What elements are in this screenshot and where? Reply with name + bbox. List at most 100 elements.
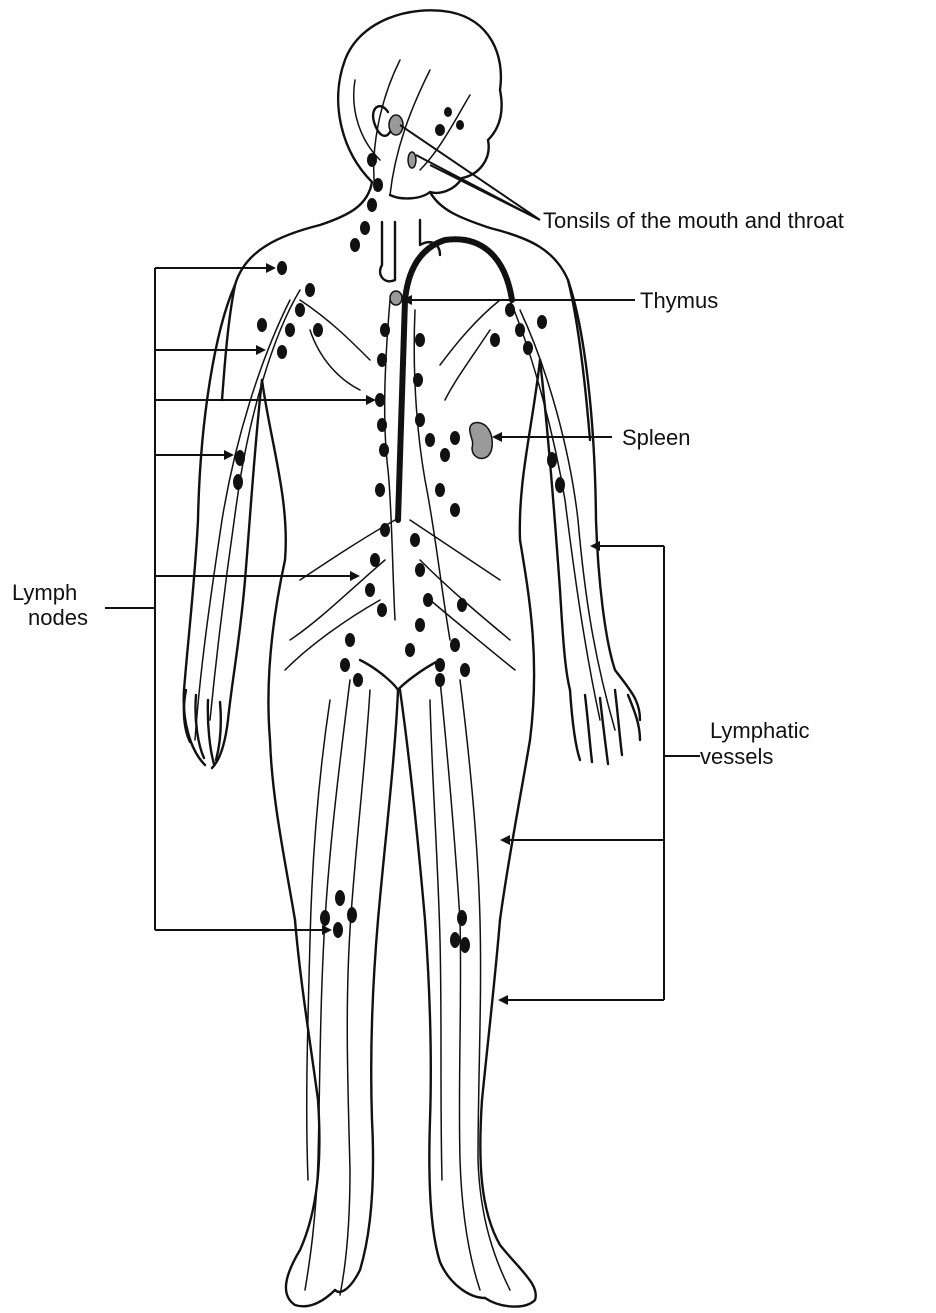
lymph-node — [380, 323, 390, 337]
lymph-node — [435, 658, 445, 672]
lymph-node — [547, 452, 557, 468]
lymph-node — [305, 283, 315, 297]
lymph-node — [380, 523, 390, 537]
vessel-left-leg-2 — [340, 690, 370, 1295]
lymph-node — [277, 345, 287, 359]
lymph-node — [450, 638, 460, 652]
lymph-node — [450, 431, 460, 445]
right-torso-side — [500, 360, 540, 920]
lymph-node — [235, 450, 245, 466]
lymph-node — [370, 553, 380, 567]
lymph-node — [365, 583, 375, 597]
labels: Tonsils of the mouth and throat Thymus S… — [12, 208, 844, 769]
right-arm-inner — [540, 360, 570, 690]
right-hand-fingers — [570, 690, 640, 764]
thymus-shape — [390, 291, 402, 305]
spleen-label: Spleen — [622, 425, 691, 450]
lymphatic-vessels — [195, 60, 615, 1295]
lymph-nodes-label-line2: nodes — [28, 605, 88, 630]
lymph-node — [435, 124, 445, 136]
lymph-node — [367, 198, 377, 212]
spleen-arrowhead — [492, 432, 502, 442]
lymph-node — [377, 353, 387, 367]
lymph-node — [350, 238, 360, 252]
lymph-node — [423, 593, 433, 607]
lymph-node — [537, 315, 547, 329]
lymph-node — [457, 598, 467, 612]
lymph-node — [373, 178, 383, 192]
vessel-left-arm-2 — [195, 300, 290, 740]
tonsil-shape — [408, 152, 416, 168]
lymph-node — [425, 433, 435, 447]
lymph-node — [405, 643, 415, 657]
tonsils-label: Tonsils of the mouth and throat — [543, 208, 844, 233]
right-leg-inner — [400, 690, 485, 1298]
lymph-nodes-label-line1: Lymph — [12, 580, 77, 605]
vessel-abdomen-left — [285, 520, 395, 670]
arrowhead — [224, 450, 234, 460]
arrowhead — [500, 835, 510, 845]
lymph-node — [450, 932, 460, 948]
lymph-node — [340, 658, 350, 672]
lymph-node — [450, 503, 460, 517]
lymph-node — [415, 563, 425, 577]
lymph-node — [233, 474, 243, 490]
left-arm-outer — [184, 285, 235, 765]
lymph-node — [313, 323, 323, 337]
lymph-node — [345, 633, 355, 647]
lymph-node — [415, 413, 425, 427]
lymph-node — [515, 323, 525, 337]
lymph-nodes-bracket — [155, 268, 372, 930]
left-hand-fingers — [184, 690, 221, 764]
tonsils-pointer — [400, 125, 540, 220]
lymph-node — [490, 333, 500, 347]
lymph-node — [333, 922, 343, 938]
crotch-outline — [360, 660, 440, 690]
lymph-node — [555, 477, 565, 493]
lymph-node — [523, 341, 533, 355]
lymph-node — [457, 910, 467, 926]
arrowhead — [322, 925, 332, 935]
lymph-node — [360, 221, 370, 235]
lymph-node — [435, 483, 445, 497]
lymph-node — [347, 907, 357, 923]
vessel-right-leg-1 — [440, 680, 480, 1290]
lymph-node — [460, 937, 470, 953]
lymph-node — [413, 373, 423, 387]
lymph-node — [440, 448, 450, 462]
lymph-node — [377, 418, 387, 432]
lymph-node — [367, 153, 377, 167]
arrowhead — [590, 541, 600, 551]
lymph-node — [353, 673, 363, 687]
lymph-node — [257, 318, 267, 332]
lymphatic-vessels-label-line1: Lymphatic — [710, 718, 809, 743]
lymph-node — [410, 533, 420, 547]
lymph-node — [415, 333, 425, 347]
lymph-node — [320, 910, 330, 926]
lymph-node — [375, 393, 385, 407]
left-torso-side — [262, 380, 295, 920]
lymph-node — [277, 261, 287, 275]
vessel-chest-left — [385, 300, 395, 620]
lymph-node — [456, 120, 464, 130]
body-outline — [184, 10, 640, 1306]
left-leg-inner — [335, 690, 398, 1292]
lymph-node — [444, 107, 452, 117]
vessel-left-leg-1 — [305, 680, 350, 1290]
vessel-right-leg-3 — [430, 700, 442, 1180]
lymph-node — [460, 663, 470, 677]
lymph-node — [435, 673, 445, 687]
thymus-label: Thymus — [640, 288, 718, 313]
lymph-node — [375, 483, 385, 497]
arrowhead — [366, 395, 376, 405]
left-shoulder-outline — [222, 182, 372, 400]
arrowhead — [350, 571, 360, 581]
arrowhead — [266, 263, 276, 273]
lymph-node — [285, 323, 295, 337]
arrowhead — [498, 995, 508, 1005]
lymph-node — [335, 890, 345, 906]
lymph-node — [415, 618, 425, 632]
lymph-node — [379, 443, 389, 457]
lymph-node — [295, 303, 305, 317]
right-leg-outer — [480, 920, 535, 1307]
